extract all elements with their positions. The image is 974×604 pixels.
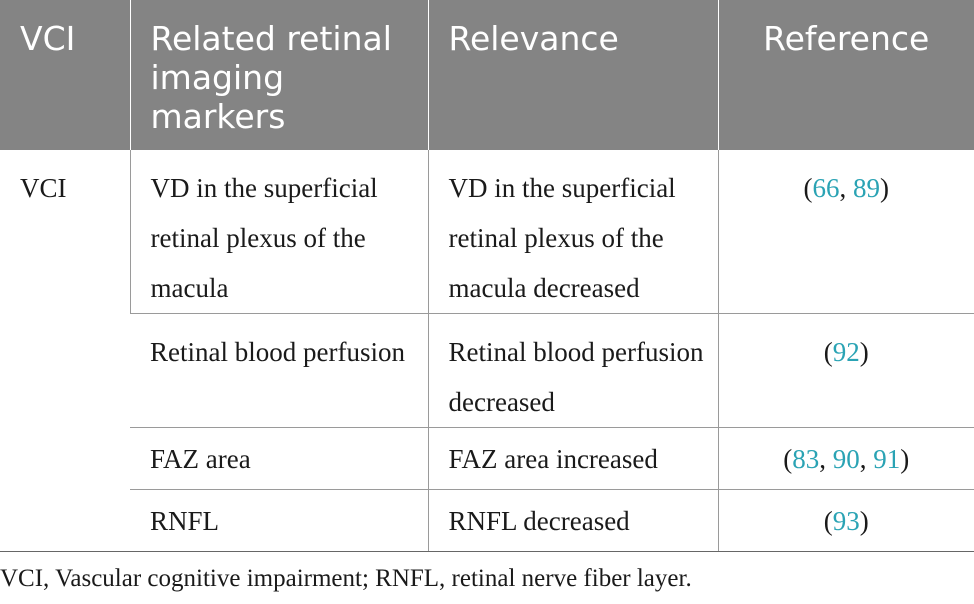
ref-bracket-open: ( bbox=[823, 337, 833, 367]
group-cell: VCI bbox=[0, 150, 130, 552]
citation-link[interactable]: 66 bbox=[812, 173, 840, 203]
ref-separator: , bbox=[819, 444, 833, 474]
reference-cell: (92) bbox=[717, 313, 974, 428]
header-row: VCI Related retinal imaging markers Rele… bbox=[0, 0, 974, 150]
ref-bracket-close: ) bbox=[900, 444, 910, 474]
marker-cell: Retinal blood perfusion bbox=[130, 313, 428, 428]
header-vci: VCI bbox=[0, 0, 130, 150]
reference-cell: (83, 90, 91) bbox=[717, 427, 974, 490]
citation-link[interactable]: 93 bbox=[832, 506, 860, 536]
ref-bracket-open: ( bbox=[823, 506, 833, 536]
table-footnote: VCI, Vascular cognitive impairment; RNFL… bbox=[0, 565, 692, 592]
relevance-cell: RNFL decreased bbox=[427, 489, 718, 552]
citation-link[interactable]: 92 bbox=[832, 337, 860, 367]
relevance-cell: VD in the superficial retinal plexus of … bbox=[427, 150, 718, 314]
header-relevance: Relevance bbox=[427, 0, 718, 150]
table-row: Retinal blood perfusion Retinal blood pe… bbox=[0, 313, 974, 428]
ref-bracket-close: ) bbox=[880, 173, 889, 203]
relevance-cell: Retinal blood perfusion decreased bbox=[427, 313, 718, 428]
marker-cell: FAZ area bbox=[130, 427, 428, 490]
header-markers: Related retinal imaging markers bbox=[129, 0, 428, 150]
table-row: VCI VD in the superficial retinal plexus… bbox=[0, 150, 974, 552]
table-row: RNFL RNFL decreased (93) bbox=[0, 489, 974, 552]
marker-cell: RNFL bbox=[130, 489, 428, 552]
ref-bracket-open: ( bbox=[803, 173, 813, 203]
ref-separator: , bbox=[859, 444, 874, 474]
ref-separator: , bbox=[839, 173, 853, 203]
citation-link[interactable]: 91 bbox=[873, 444, 901, 474]
reference-cell: (66, 89) bbox=[717, 150, 974, 314]
reference-cell: (93) bbox=[717, 489, 974, 552]
table-row: FAZ area FAZ area increased (83, 90, 91) bbox=[0, 427, 974, 490]
citation-link[interactable]: 89 bbox=[853, 173, 880, 203]
data-table: VCI Related retinal imaging markers Rele… bbox=[0, 0, 974, 552]
ref-bracket-close: ) bbox=[859, 337, 869, 367]
ref-bracket-close: ) bbox=[859, 506, 869, 536]
header-reference: Reference bbox=[717, 0, 974, 150]
marker-cell: VD in the superficial retinal plexus of … bbox=[129, 150, 428, 314]
citation-link[interactable]: 83 bbox=[792, 444, 820, 474]
citation-link[interactable]: 90 bbox=[832, 444, 860, 474]
relevance-cell: FAZ area increased bbox=[427, 427, 718, 490]
ref-bracket-open: ( bbox=[783, 444, 793, 474]
